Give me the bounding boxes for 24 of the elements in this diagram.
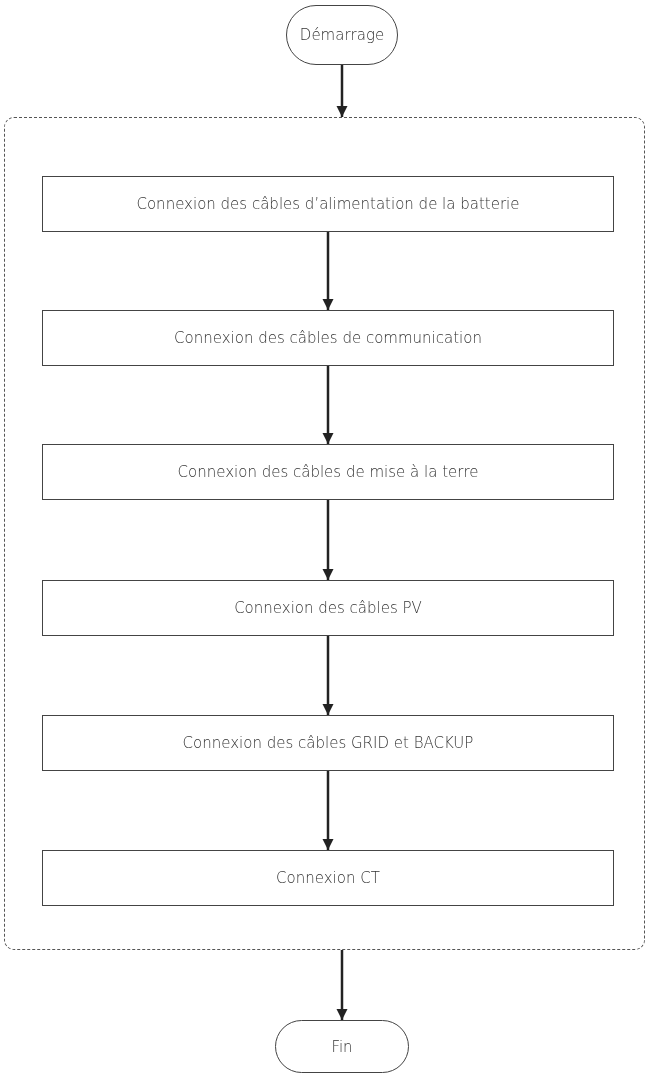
process-box <box>42 176 614 232</box>
arrow <box>322 232 334 310</box>
step-label: Connexion des câbles PV <box>234 599 422 617</box>
dashed-group-frame <box>4 117 645 950</box>
terminal-pill <box>286 5 398 65</box>
step-label: Connexion des câbles GRID et BACKUP <box>182 734 474 752</box>
arrow <box>322 771 334 850</box>
step-label: Connexion des câbles de communication <box>174 329 482 347</box>
step-label: Fin <box>331 1037 353 1056</box>
terminal-pill <box>275 1020 409 1073</box>
process-box <box>42 580 614 636</box>
step-label: Démarrage <box>299 26 385 44</box>
process-box <box>42 850 614 906</box>
step-label: Connexion des câbles de mise à la terre <box>177 463 479 481</box>
arrow <box>322 366 334 444</box>
process-box <box>42 444 614 500</box>
step-label: Connexion CT <box>276 869 380 887</box>
arrow <box>322 500 334 580</box>
arrow <box>322 636 334 715</box>
arrow <box>336 65 348 117</box>
arrow <box>336 950 348 1020</box>
process-box <box>42 715 614 771</box>
step-label: Connexion des câbles d’alimentation de la batterie <box>136 195 520 213</box>
process-box <box>42 310 614 366</box>
